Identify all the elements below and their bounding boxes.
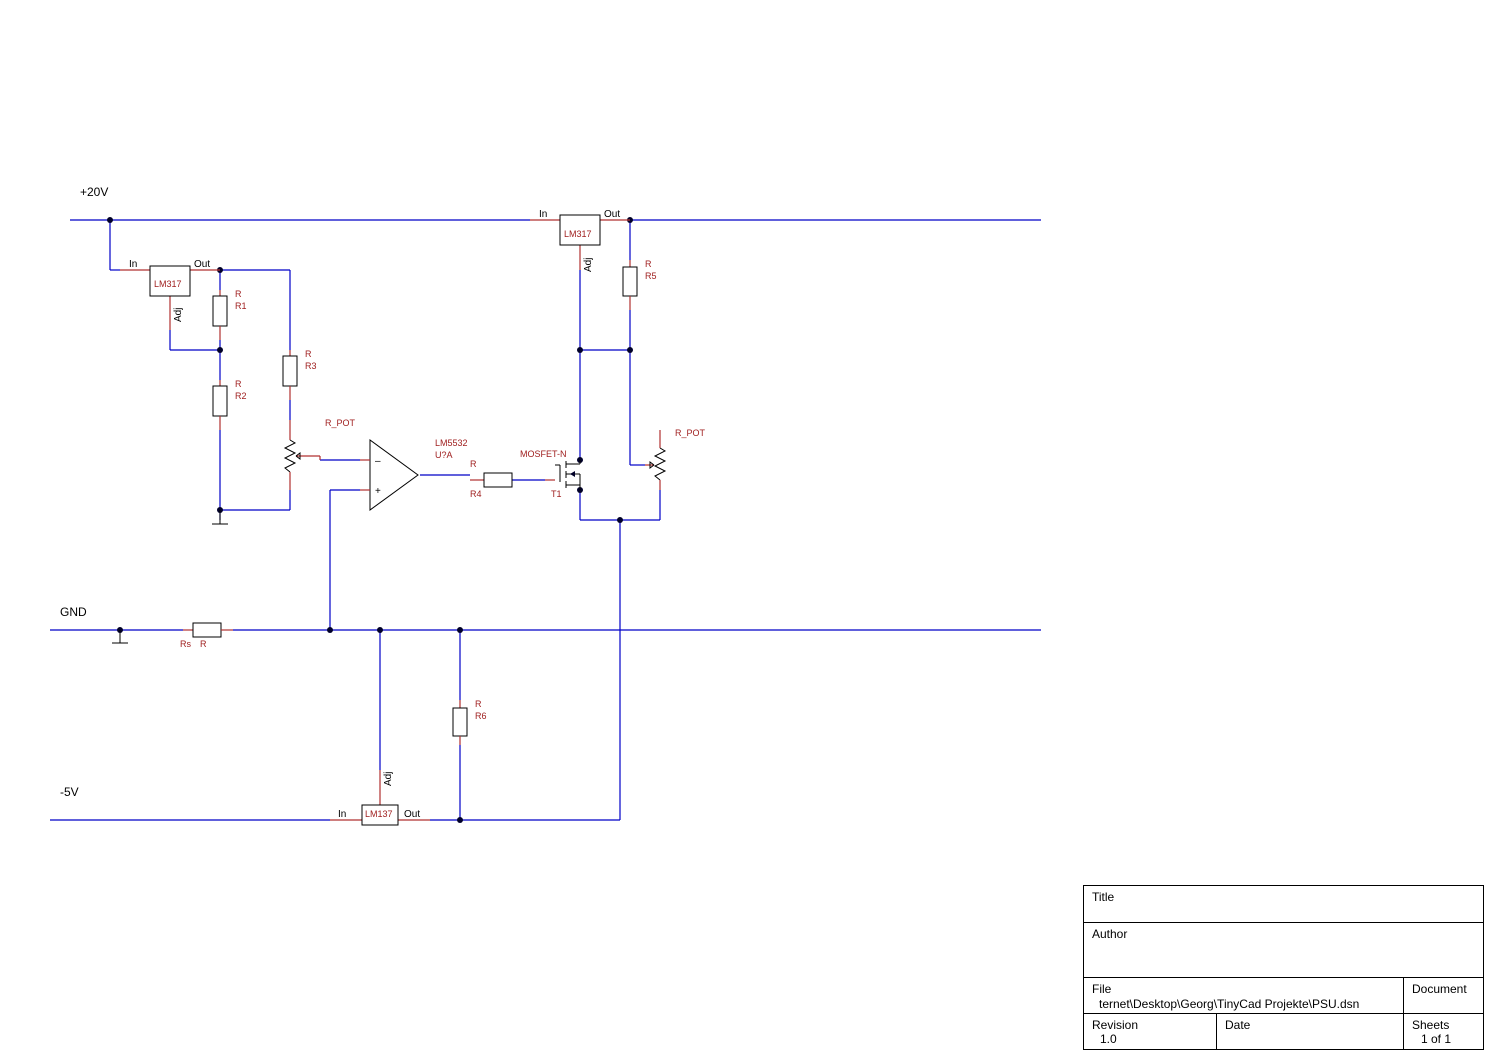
pin-in-label: In: [129, 259, 137, 270]
regulator-name: LM317: [154, 279, 182, 289]
potentiometer-right: R_POT: [645, 428, 706, 490]
resistor-ref: Rs: [180, 639, 191, 649]
resistor-ref: R4: [470, 489, 482, 499]
revision-cell: Revision 1.0: [1084, 1014, 1217, 1049]
opamp-lm5532: – + LM5532 U?A: [360, 438, 468, 511]
sheets-label: Sheets: [1412, 1018, 1450, 1032]
resistor-r2: R R2: [212, 379, 247, 430]
pin-in-label: In: [539, 209, 547, 220]
mosfet-value: MOSFET-N: [520, 449, 567, 459]
resistor-ref: R1: [235, 301, 247, 311]
file-path: ternet\Desktop\Georg\TinyCad Projekte\PS…: [1099, 997, 1360, 1011]
resistor-ref: R2: [235, 391, 247, 401]
resistor-value: R: [200, 639, 207, 649]
pin-out-label: Out: [404, 809, 420, 820]
resistor-value: R: [470, 459, 477, 469]
wires-left-regulator: [109, 220, 360, 520]
ground-symbol-gnd-rail: [112, 630, 128, 644]
date-cell: Date: [1217, 1014, 1404, 1049]
author-label: Author: [1092, 927, 1128, 941]
author-cell: Author: [1084, 923, 1483, 978]
wires-right-regulator: [579, 220, 661, 820]
sheets-cell: Sheets 1 of 1: [1404, 1014, 1483, 1049]
wires-bottom-regulator: [379, 630, 461, 820]
file-label: File: [1092, 982, 1112, 996]
pin-adj-label: Adj: [583, 258, 594, 272]
resistor-r1: R R1: [212, 289, 247, 340]
resistor-ref: R5: [645, 271, 657, 281]
resistor-value: R: [235, 379, 242, 389]
potentiometer-left: R_POT: [283, 418, 356, 490]
resistor-ref: R6: [475, 711, 487, 721]
ground-symbol-left: [212, 510, 228, 525]
opamp-noninverting-input: +: [375, 486, 381, 497]
revision-label: Revision: [1092, 1018, 1139, 1032]
regulator-lm317-right: LM317 In Out Adj: [530, 209, 630, 272]
resistor-value: R: [645, 259, 652, 269]
resistor-value: R: [475, 699, 482, 709]
document-label: Document: [1412, 982, 1467, 996]
resistor-r6: R R6: [452, 699, 487, 745]
regulator-lm317-left: LM317 In Out Adj: [120, 259, 220, 330]
mosfet-t1: MOSFET-N T1: [520, 449, 581, 499]
title-cell: Title: [1084, 886, 1483, 923]
potentiometer-value: R_POT: [675, 428, 706, 438]
resistor-r4: R R4: [470, 459, 513, 499]
opamp-value: LM5532: [435, 438, 468, 448]
regulator-lm137: LM137 In Out Adj: [330, 770, 430, 826]
document-cell: Document: [1404, 978, 1483, 1014]
resistor-r3: R R3: [282, 349, 317, 400]
pin-out-label: Out: [604, 209, 620, 220]
pin-adj-label: Adj: [173, 308, 184, 322]
opamp-ref: U?A: [435, 450, 453, 460]
net-label-minus5v: -5V: [60, 785, 79, 799]
net-label-gnd: GND: [60, 605, 87, 619]
resistor-ref: R3: [305, 361, 317, 371]
pin-in-label: In: [338, 809, 346, 820]
sheets-value: 1 of 1: [1421, 1032, 1452, 1046]
pin-adj-label: Adj: [383, 772, 394, 786]
title-label: Title: [1092, 890, 1115, 904]
regulator-name: LM137: [365, 809, 393, 819]
opamp-inverting-input: –: [375, 456, 381, 467]
file-cell: File ternet\Desktop\Georg\TinyCad Projek…: [1084, 978, 1404, 1014]
title-block: Title Author File ternet\Desktop\Georg\T…: [1083, 885, 1484, 1050]
pin-out-label: Out: [194, 259, 210, 270]
junctions: [107, 217, 633, 823]
potentiometer-value: R_POT: [325, 418, 356, 428]
resistor-value: R: [305, 349, 312, 359]
mosfet-ref: T1: [551, 489, 562, 499]
regulator-name: LM317: [564, 229, 592, 239]
wires-control: [329, 474, 545, 630]
net-label-plus20v: +20V: [80, 185, 108, 199]
date-label: Date: [1225, 1018, 1251, 1032]
resistor-rs: Rs R: [180, 622, 233, 649]
resistor-value: R: [235, 289, 242, 299]
resistor-r5: R R5: [622, 259, 657, 310]
revision-value: 1.0: [1100, 1032, 1117, 1046]
